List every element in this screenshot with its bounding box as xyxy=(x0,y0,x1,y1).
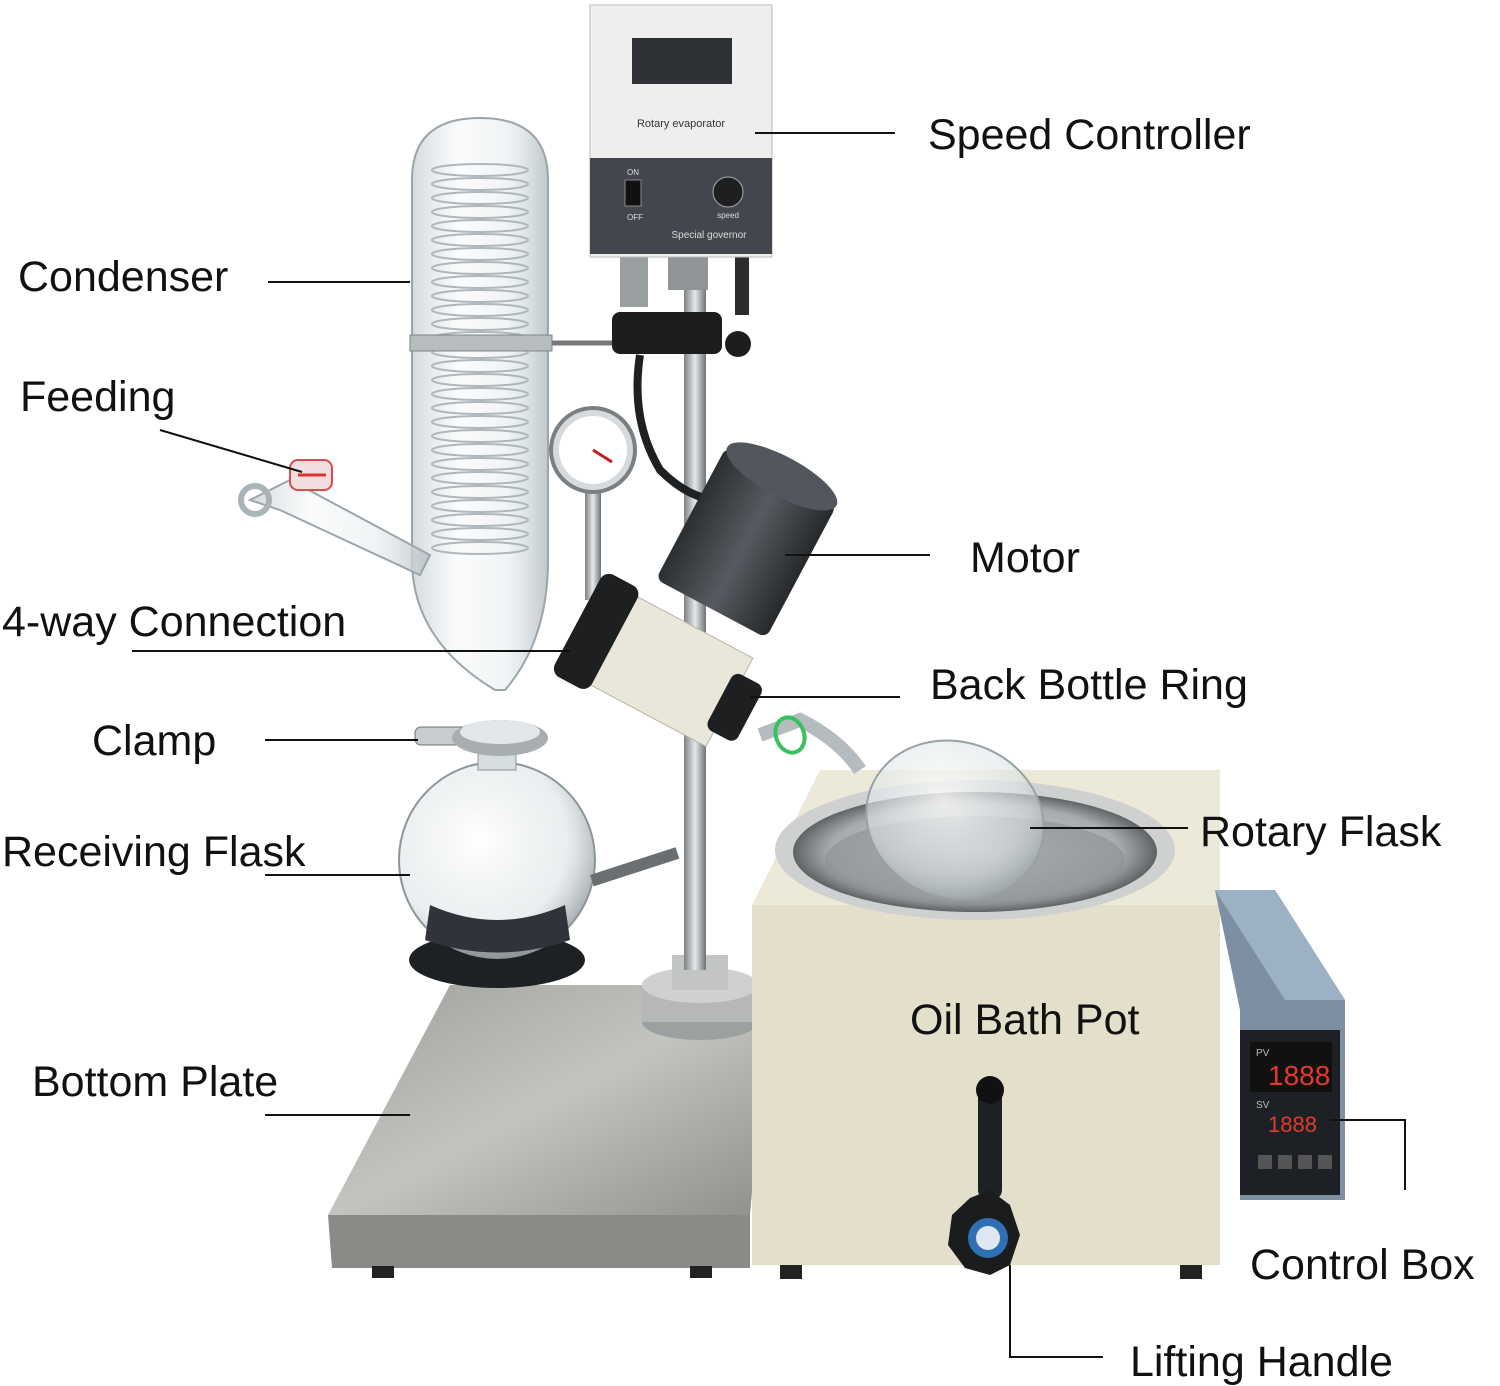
coil-turn xyxy=(431,541,529,555)
coil-turn xyxy=(431,415,529,429)
coil-turn xyxy=(431,527,529,541)
controller-panel-text: Rotary evaporator xyxy=(637,118,725,130)
coil-turn xyxy=(431,373,529,387)
coil-turn xyxy=(431,261,529,275)
label-lifting-handle: Lifting Handle xyxy=(1130,1338,1393,1386)
coil-turn xyxy=(431,485,529,499)
pv-digits: 1888 xyxy=(1268,1060,1330,1091)
speed-controller: Rotary evaporator ON OFF speed Special g… xyxy=(589,4,773,258)
coil-turn xyxy=(431,513,529,527)
coil-turn xyxy=(431,359,529,373)
switch-on-text: ON xyxy=(627,168,639,177)
label-oil-bath-pot: Oil Bath Pot xyxy=(910,996,1140,1044)
bottom-plate xyxy=(328,985,770,1278)
coil-turn xyxy=(431,219,529,233)
control-box: PV 1888 SV 1888 xyxy=(1215,890,1345,1200)
feeding-tube xyxy=(238,459,432,577)
stand-rod xyxy=(642,250,758,1040)
knob-text: speed xyxy=(717,211,739,220)
controller-mount xyxy=(612,252,751,504)
label-condenser: Condenser xyxy=(18,253,229,301)
label-clamp: Clamp xyxy=(92,717,217,765)
label-four-way-connection: 4-way Connection xyxy=(2,598,347,646)
leader-lines xyxy=(132,132,1406,1358)
governor-text: Special governor xyxy=(671,230,747,241)
coil-turn xyxy=(431,317,529,331)
label-receiving-flask: Receiving Flask xyxy=(2,828,306,876)
leader-control-box xyxy=(1330,1119,1406,1190)
motor xyxy=(658,442,838,636)
label-back-bottle-ring: Back Bottle Ring xyxy=(930,661,1248,709)
four-way-connection xyxy=(553,573,762,748)
sv-label: SV xyxy=(1256,1100,1270,1111)
coil-turn xyxy=(431,401,529,415)
coil-turn xyxy=(431,499,529,513)
coil-turn xyxy=(431,247,529,261)
leader-lifting-handle xyxy=(1009,1265,1103,1358)
coil-turn xyxy=(431,289,529,303)
receiving-flask xyxy=(398,739,680,988)
sv-digits: 1888 xyxy=(1268,1112,1317,1137)
label-bottom-plate: Bottom Plate xyxy=(32,1058,279,1106)
label-motor: Motor xyxy=(970,534,1080,582)
coil-turn xyxy=(431,191,529,205)
rotary-flask xyxy=(757,712,1045,901)
switch-off-text: OFF xyxy=(627,213,643,222)
coil-turn xyxy=(431,233,529,247)
leader-feeding xyxy=(159,429,303,473)
clamp xyxy=(414,720,548,756)
label-rotary-flask: Rotary Flask xyxy=(1200,808,1442,856)
coil-turn xyxy=(431,457,529,471)
vacuum-gauge xyxy=(549,406,637,600)
label-speed-controller: Speed Controller xyxy=(928,111,1251,159)
coil-turn xyxy=(431,275,529,289)
coil-turn xyxy=(431,303,529,317)
lifting-handle xyxy=(948,1076,1020,1275)
coil-turn xyxy=(431,177,529,191)
condenser xyxy=(409,116,640,691)
coil-turn xyxy=(431,163,529,177)
coil-turn xyxy=(431,387,529,401)
label-control-box: Control Box xyxy=(1250,1241,1475,1289)
coil-turn xyxy=(431,443,529,457)
coil-turn xyxy=(431,471,529,485)
coil-turn xyxy=(431,205,529,219)
pv-label: PV xyxy=(1256,1048,1270,1059)
coil-turn xyxy=(431,429,529,443)
label-feeding: Feeding xyxy=(20,373,176,421)
